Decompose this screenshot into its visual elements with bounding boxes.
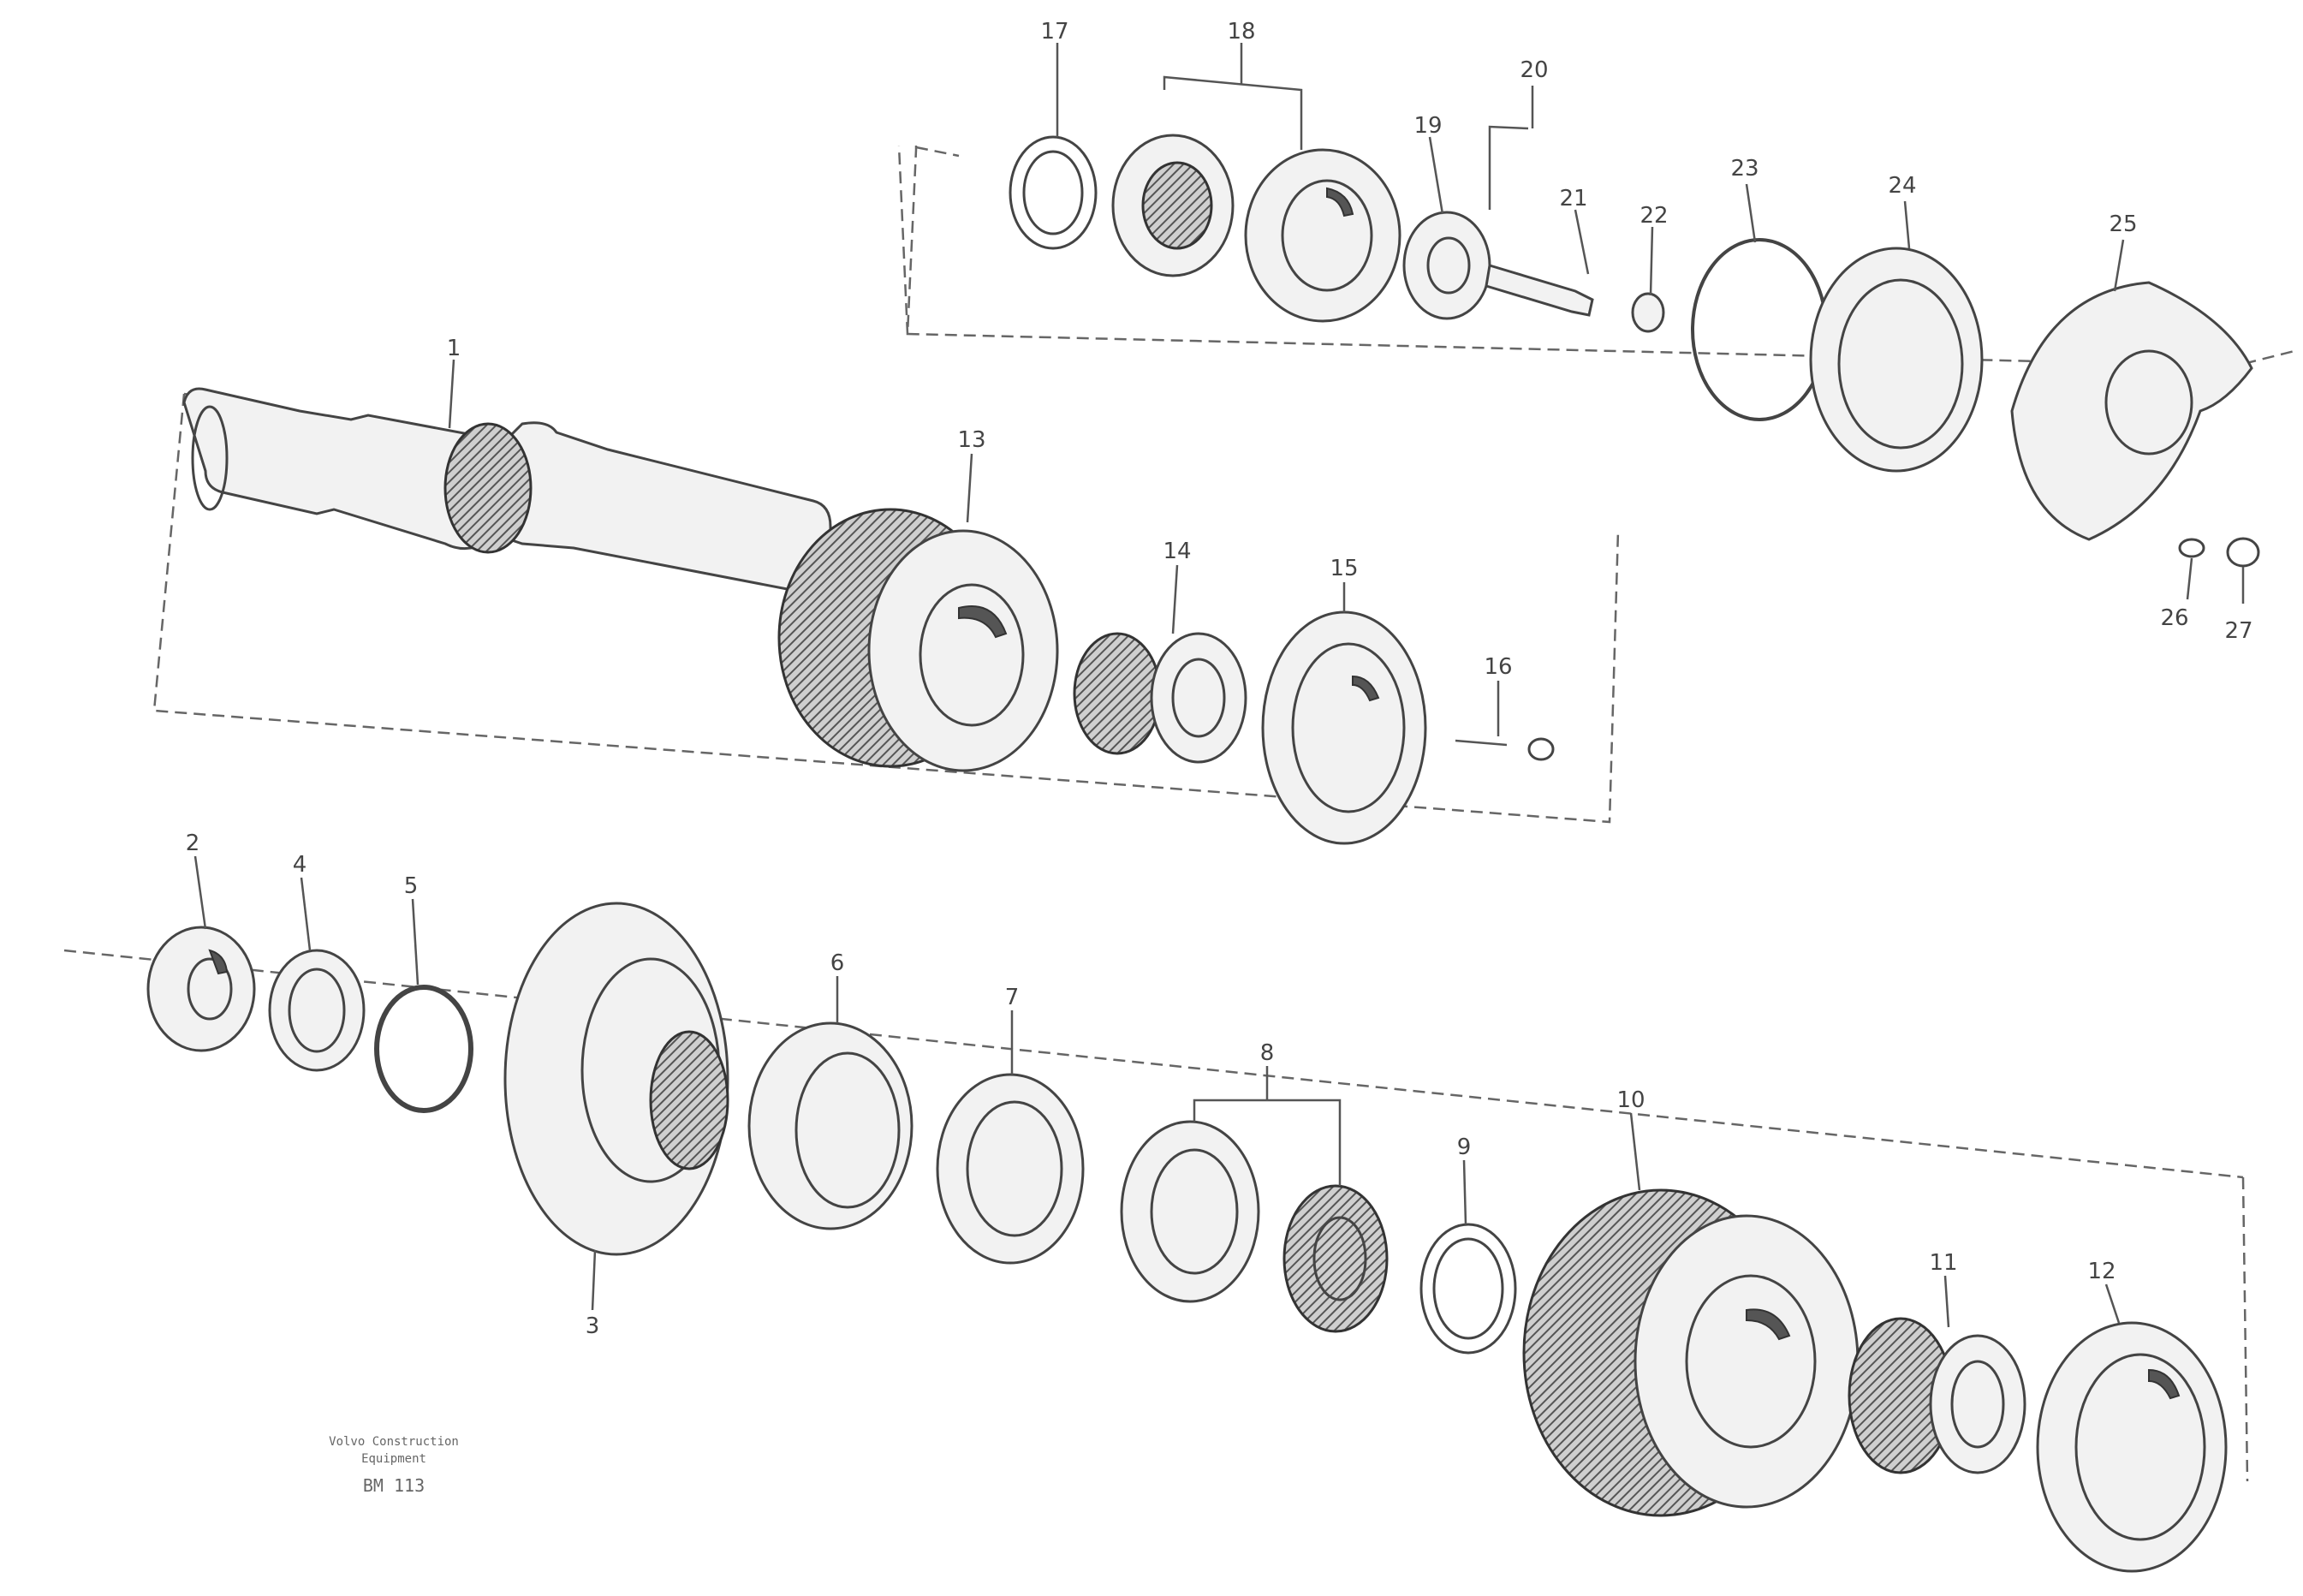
callout-6: 6 bbox=[830, 950, 845, 976]
callout-26: 26 bbox=[2160, 605, 2188, 631]
callout-21: 21 bbox=[1559, 186, 1587, 211]
callout-labels: 17 18 20 19 21 22 23 24 25 26 27 1 13 14… bbox=[186, 19, 2253, 1339]
callout-12: 12 bbox=[2087, 1259, 2116, 1284]
callout-5: 5 bbox=[404, 873, 419, 899]
part-10-gear bbox=[1522, 1188, 1860, 1517]
part-26-27-fasteners bbox=[2178, 537, 2260, 568]
part-17-ring bbox=[1009, 135, 1098, 250]
callout-9: 9 bbox=[1457, 1134, 1472, 1160]
callout-14: 14 bbox=[1163, 539, 1191, 564]
drawing-stamp: Volvo Construction Equipment BM 113 bbox=[329, 1435, 459, 1496]
part-13-gear bbox=[777, 508, 1059, 772]
part-25-housing bbox=[2010, 281, 2253, 541]
callout-1: 1 bbox=[447, 336, 461, 361]
callout-20: 20 bbox=[1520, 57, 1548, 83]
part-19-washer bbox=[1402, 211, 1491, 320]
callout-4: 4 bbox=[293, 852, 307, 878]
part-5-ring bbox=[374, 985, 473, 1113]
stamp-line-1: Volvo Construction bbox=[329, 1435, 459, 1449]
callout-7: 7 bbox=[1005, 985, 1020, 1010]
part-9-ring bbox=[1419, 1223, 1517, 1355]
callout-18: 18 bbox=[1227, 19, 1255, 45]
callout-3: 3 bbox=[586, 1313, 600, 1339]
callout-10: 10 bbox=[1616, 1087, 1645, 1113]
part-21-bolt bbox=[1485, 264, 1594, 317]
part-6-seal bbox=[747, 1021, 913, 1230]
part-22-nut bbox=[1631, 292, 1665, 333]
part-24-cover bbox=[1809, 247, 1984, 473]
callout-13: 13 bbox=[957, 427, 985, 453]
part-23-oring bbox=[1691, 238, 1828, 421]
callout-19: 19 bbox=[1413, 113, 1442, 139]
callout-17: 17 bbox=[1040, 19, 1068, 45]
part-11-needle-bearing bbox=[1848, 1317, 2026, 1474]
part-2-nut bbox=[146, 926, 256, 1052]
callout-11: 11 bbox=[1929, 1250, 1957, 1276]
callout-2: 2 bbox=[186, 831, 200, 856]
part-3-flange bbox=[503, 902, 729, 1256]
part-7-ring bbox=[936, 1073, 1085, 1265]
stamp-line-2: Equipment bbox=[361, 1452, 426, 1466]
callout-22: 22 bbox=[1639, 203, 1668, 229]
part-12-synchro-ring bbox=[2036, 1321, 2228, 1573]
part-1-shaft bbox=[182, 387, 832, 593]
part-15-synchro-ring bbox=[1261, 610, 1427, 845]
part-18-bearing bbox=[1111, 134, 1401, 323]
callout-25: 25 bbox=[2109, 211, 2137, 237]
callout-16: 16 bbox=[1484, 654, 1512, 680]
part-14-needle-bearing bbox=[1073, 632, 1247, 764]
leader-lines bbox=[193, 43, 2245, 1328]
part-4-washer bbox=[268, 949, 366, 1072]
callout-23: 23 bbox=[1730, 156, 1758, 182]
callout-8: 8 bbox=[1260, 1040, 1275, 1066]
part-8-bearing bbox=[1120, 1120, 1389, 1333]
stamp-code: BM 113 bbox=[363, 1475, 425, 1496]
part-16-pin bbox=[1455, 737, 1555, 761]
callout-27: 27 bbox=[2224, 618, 2252, 644]
callout-15: 15 bbox=[1330, 556, 1358, 581]
callout-24: 24 bbox=[1888, 173, 1916, 199]
